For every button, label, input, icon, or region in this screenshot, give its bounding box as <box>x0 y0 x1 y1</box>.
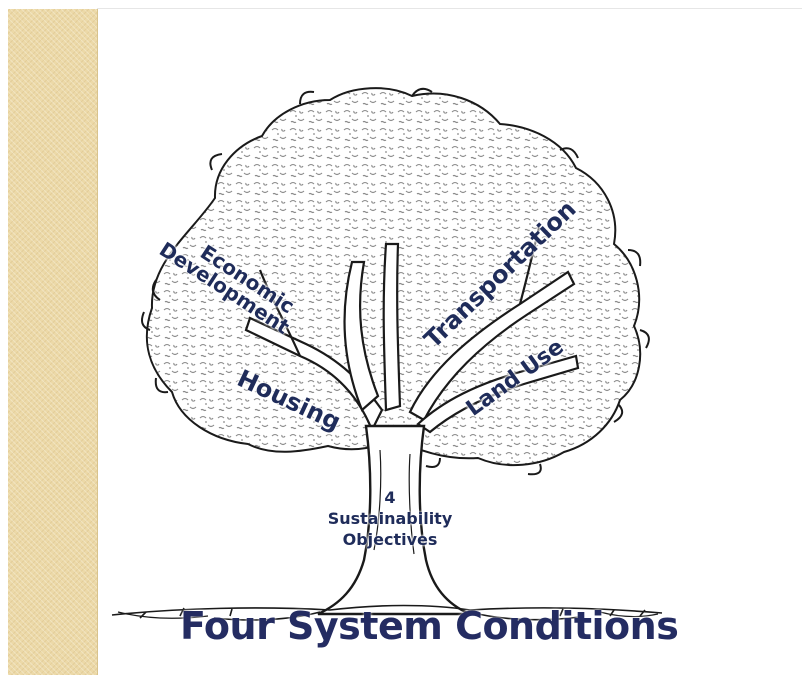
side-decoration-strip <box>8 9 98 675</box>
trunk-label: 4 Sustainability Objectives <box>310 487 470 550</box>
trunk-number: 4 <box>310 487 470 508</box>
trunk-line-1: Sustainability <box>310 508 470 529</box>
roots-title: Four System Conditions <box>180 604 670 648</box>
trunk-line-2: Objectives <box>310 529 470 550</box>
